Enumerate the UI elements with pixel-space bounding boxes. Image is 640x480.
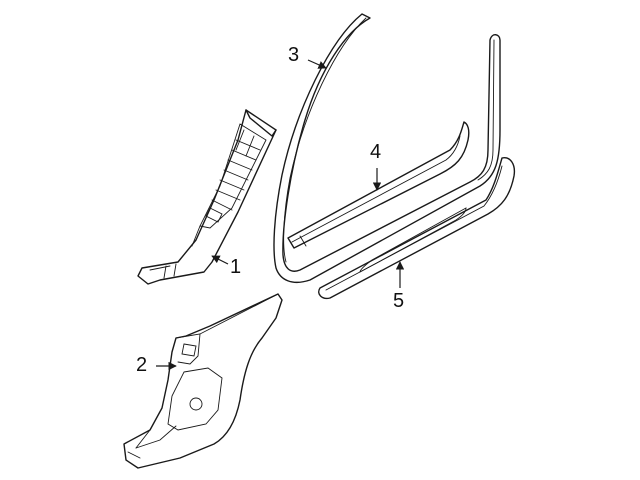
a-pillar-trim — [137, 109, 277, 285]
leader-1 — [211, 255, 229, 265]
door-opening-weatherstrip — [273, 13, 501, 284]
sill-plate-inner — [287, 121, 470, 249]
scuff-plate — [318, 157, 516, 300]
callout-1: 1 — [230, 256, 242, 278]
callout-5: 5 — [393, 290, 405, 312]
leader-3 — [307, 59, 327, 69]
cowl-side-trim — [123, 293, 283, 469]
callout-4: 4 — [370, 141, 382, 163]
callout-2: 2 — [136, 354, 148, 376]
callout-3: 3 — [288, 44, 300, 66]
